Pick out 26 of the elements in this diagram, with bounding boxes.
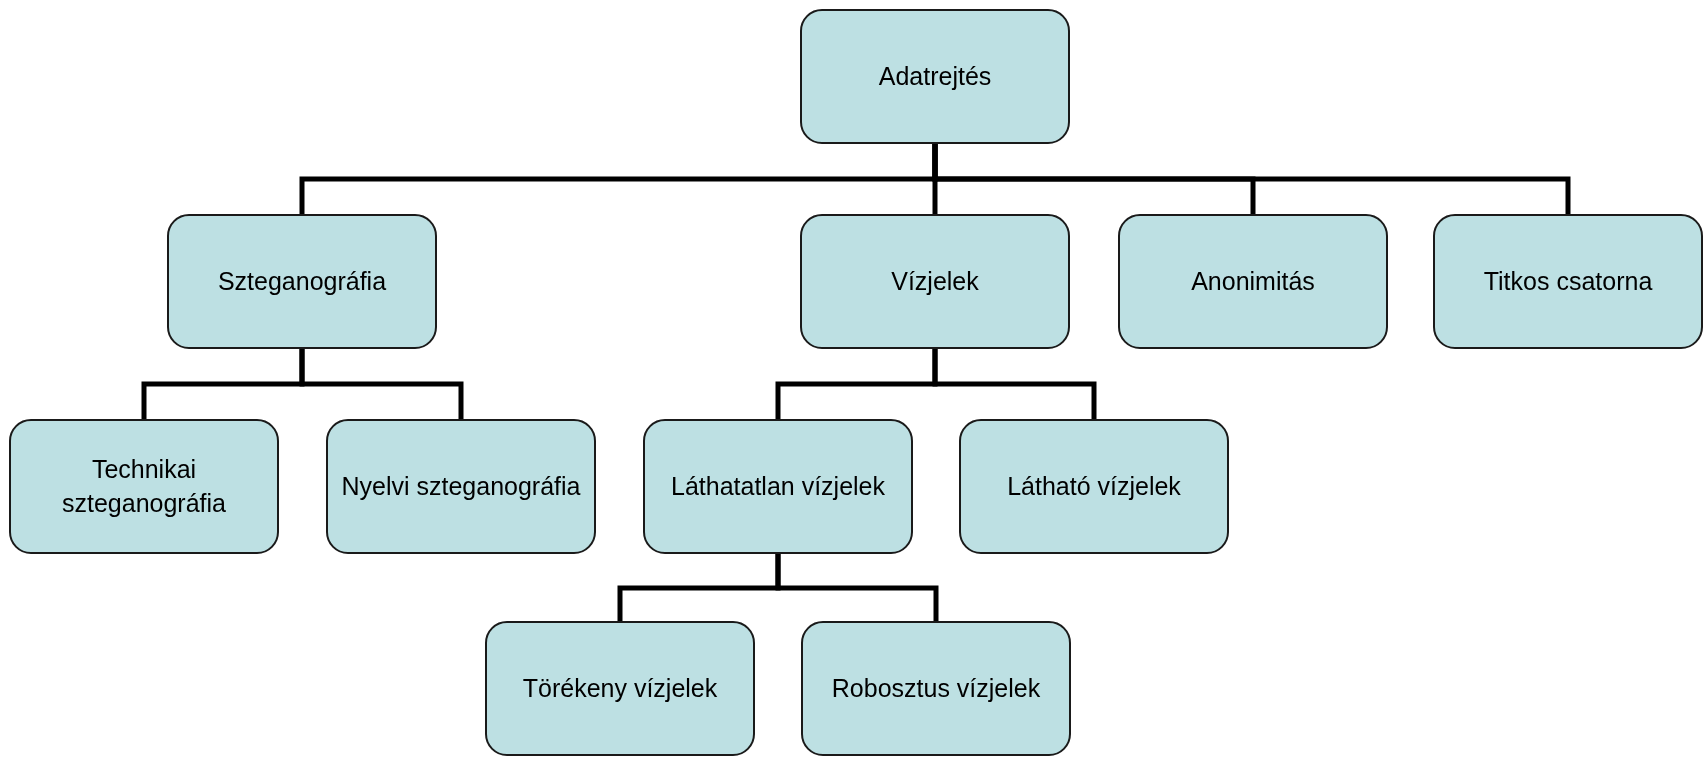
- category-box: [167, 214, 437, 349]
- category-label: Anonimitás: [1191, 265, 1315, 297]
- category-box: [326, 419, 596, 554]
- connector-line: [299, 349, 464, 419]
- connector-line: [932, 349, 1097, 419]
- category-box: [485, 621, 755, 756]
- connector-line: [932, 144, 1571, 214]
- category-box: [9, 419, 279, 554]
- category-box: [959, 419, 1229, 554]
- category-box: [643, 419, 913, 554]
- connector-line: [775, 554, 939, 621]
- category-label: Szteganográfia: [217, 265, 387, 297]
- category-label: Robosztus vízjelek: [831, 672, 1041, 704]
- category-box: [800, 9, 1070, 144]
- category-label: Titkos csatorna: [1483, 265, 1653, 297]
- category-label: Nyelvi szteganográfia: [341, 470, 581, 502]
- category-box: [801, 621, 1071, 756]
- category-label: Láthatatlan vízjelek: [671, 470, 885, 502]
- category-label: Látható vízjelek: [1007, 470, 1181, 502]
- category-box: [1118, 214, 1388, 349]
- category-label: Vízjelek: [891, 265, 979, 297]
- category-box: [800, 214, 1070, 349]
- category-label: Technikai szteganográfia: [61, 453, 227, 519]
- category-label: Adatrejtés: [878, 60, 992, 92]
- category-label: Törékeny vízjelek: [522, 672, 718, 704]
- category-box: [1433, 214, 1703, 349]
